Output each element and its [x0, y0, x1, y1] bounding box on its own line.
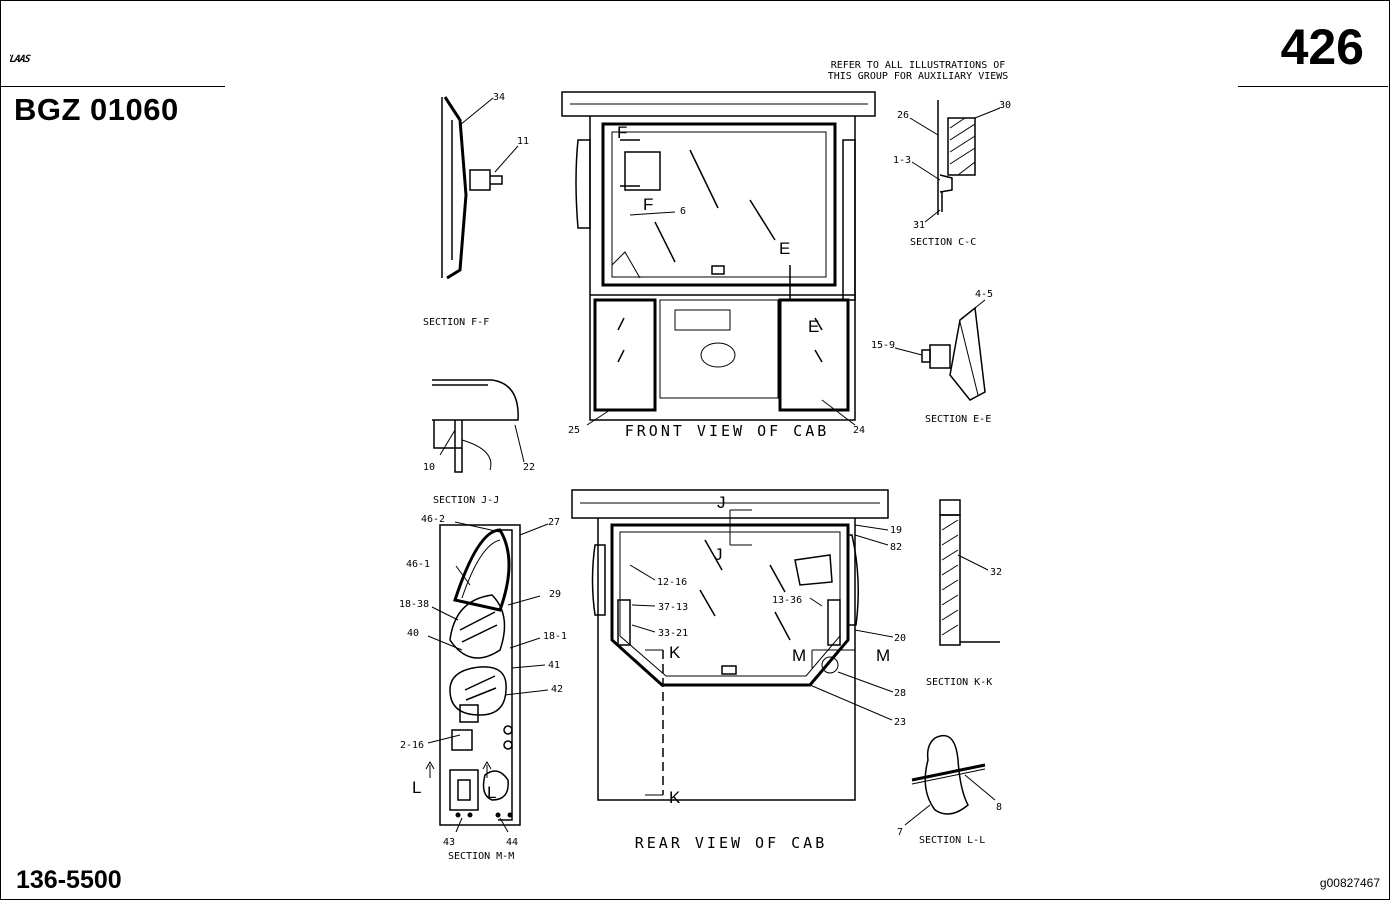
marker-j-top: J — [717, 493, 726, 512]
callout-20: 20 — [894, 633, 906, 644]
callout-33-21: 33-21 — [658, 628, 688, 639]
section-jj-label: SECTION J-J — [433, 495, 499, 506]
section-cc: 26 30 1-3 31 SECTION C-C — [893, 100, 1011, 248]
callout-40: 40 — [407, 628, 419, 639]
section-ff: 34 11 SECTION F-F — [423, 92, 529, 328]
callout-34: 34 — [493, 92, 505, 103]
group-code: BGZ 01060 — [14, 92, 179, 127]
marker-m-right: M — [876, 646, 890, 665]
front-view-label: FRONT VIEW OF CAB — [625, 422, 830, 440]
callout-30: 30 — [999, 100, 1011, 111]
marker-m-left: M — [792, 646, 806, 665]
callout-11: 11 — [517, 136, 529, 147]
callout-2-16: 2-16 — [400, 740, 424, 751]
callout-43: 43 — [443, 837, 455, 848]
callout-10: 10 — [423, 462, 435, 473]
callout-37-13: 37-13 — [658, 602, 688, 613]
section-ee-label: SECTION E-E — [925, 414, 991, 425]
callout-6: 6 — [680, 206, 686, 217]
callout-44: 44 — [506, 837, 518, 848]
marker-l-left: L — [412, 778, 421, 797]
section-jj: 10 22 SECTION J-J — [423, 379, 535, 506]
section-mm: 46-2 27 46-1 18-38 29 40 18-1 41 42 2-16… — [399, 514, 567, 862]
section-ff-label: SECTION F-F — [423, 317, 489, 328]
marker-f-mid: F — [643, 195, 653, 214]
part-number: 136-5500 — [16, 866, 122, 894]
rear-view-cab: J J K K M M 19 82 12-16 37-13 33-21 13-3… — [571, 489, 906, 852]
callout-7: 7 — [897, 827, 903, 838]
marker-l-right: L — [487, 783, 496, 802]
callout-24: 24 — [853, 425, 865, 436]
header-rule-left — [0, 86, 225, 87]
brand-logo-text: CLAAS — [10, 54, 31, 65]
section-cc-label: SECTION C-C — [910, 237, 976, 248]
front-view-cab: F F E E 6 25 24 FRONT VIEW OF CAB — [561, 91, 876, 440]
note-line-1: REFER TO ALL ILLUSTRATIONS OF — [831, 60, 1006, 71]
page-number: 426 — [1280, 19, 1364, 75]
callout-31: 31 — [913, 220, 925, 231]
section-mm-label: SECTION M-M — [448, 851, 514, 862]
image-code: g00827467 — [1319, 876, 1380, 890]
marker-k-top: K — [669, 643, 681, 662]
marker-e-mid: E — [779, 239, 790, 258]
section-kk-label: SECTION K-K — [926, 677, 992, 688]
callout-29: 29 — [549, 589, 561, 600]
callout-15-9: 15-9 — [871, 340, 895, 351]
callout-1-3: 1-3 — [893, 155, 911, 166]
section-ll: 8 7 SECTION L-L — [897, 734, 1002, 846]
callout-41: 41 — [548, 660, 560, 671]
header-rule-right — [1238, 86, 1388, 87]
section-kk: 32 SECTION K-K — [926, 499, 1002, 688]
callout-12-16: 12-16 — [657, 577, 687, 588]
callout-8: 8 — [996, 802, 1002, 813]
callout-46-2: 46-2 — [421, 514, 445, 525]
callout-18-38: 18-38 — [399, 599, 429, 610]
rear-view-label: REAR VIEW OF CAB — [635, 834, 828, 852]
callout-19: 19 — [890, 525, 902, 536]
marker-f-top: F — [617, 123, 627, 142]
note-line-2: THIS GROUP FOR AUXILIARY VIEWS — [828, 71, 1009, 82]
callout-27: 27 — [548, 517, 560, 528]
callout-18-1: 18-1 — [543, 631, 567, 642]
marker-k-low: K — [669, 788, 681, 807]
callout-23: 23 — [894, 717, 906, 728]
callout-28: 28 — [894, 688, 906, 699]
callout-4-5: 4-5 — [975, 289, 993, 300]
callout-22: 22 — [523, 462, 535, 473]
claas-logo: CLAAS — [10, 54, 31, 65]
section-ll-label: SECTION L-L — [919, 835, 985, 846]
callout-13-36: 13-36 — [772, 595, 802, 606]
callout-42: 42 — [551, 684, 563, 695]
marker-j-low: J — [714, 545, 723, 564]
callout-26: 26 — [897, 110, 909, 121]
callout-46-1: 46-1 — [406, 559, 430, 570]
section-ee: 4-5 15-9 SECTION E-E — [871, 289, 993, 425]
callout-82: 82 — [890, 542, 902, 553]
marker-e-low: E — [808, 317, 819, 336]
callout-32: 32 — [990, 567, 1002, 578]
callout-25: 25 — [568, 425, 580, 436]
